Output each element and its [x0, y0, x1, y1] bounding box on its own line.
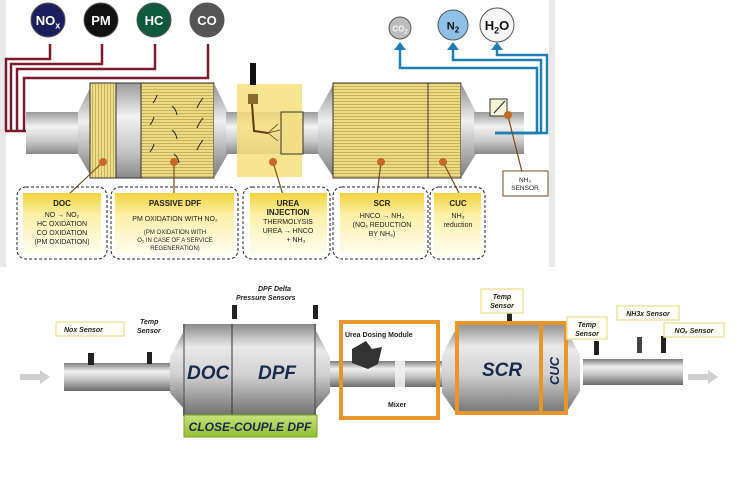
nh3-sensor-label: NH₃ — [519, 177, 531, 184]
bottom-aftertreatment-diagram: DOC DPF CLOSE-COUPLE DPF Urea Dosing Mod… — [20, 286, 725, 438]
dpf-delta-label: Pressure Sensors — [236, 295, 296, 302]
urea-line: THERMOLYSIS — [263, 219, 313, 226]
urea-title-2: INJECTION — [267, 208, 310, 217]
inlet-cone — [78, 84, 92, 178]
product-bubble-0: CO2 — [388, 16, 412, 40]
scr-block-label: SCR — [482, 360, 522, 381]
bubble-label: PM — [91, 13, 111, 28]
temp-sensor-1-label: Sensor — [137, 328, 162, 335]
dpf-inlet-cone — [170, 331, 184, 409]
urea-spray-lines — [267, 123, 281, 142]
outlet-lines — [398, 45, 549, 135]
bubble-label: HC — [145, 13, 164, 28]
cuc-frame — [539, 321, 568, 415]
nox-sensor-in-box — [55, 321, 125, 337]
outlet-pipe — [583, 359, 683, 385]
inlet-pipe — [26, 112, 84, 154]
soot-flow-arrows — [149, 94, 204, 164]
urea-line: UREA → HNCO — [263, 228, 314, 235]
bubble-label: NOx — [36, 13, 61, 30]
stage-boxes — [16, 170, 549, 260]
product-bubble-1: N2 — [437, 9, 469, 41]
cuc-line: reduction — [444, 222, 473, 229]
urea-title: UREA — [277, 199, 300, 208]
urea-module-label: Urea Dosing Module — [345, 332, 413, 339]
urea-spray — [251, 103, 269, 134]
nox-sensor-out-label: NOₓ Sensor — [675, 328, 715, 335]
bubble-label: H2O — [485, 18, 510, 35]
inlet-lines — [4, 44, 210, 141]
scr-line: BY NH₃) — [369, 231, 395, 238]
dpf-line: (PM OXIDATION WITH — [144, 230, 206, 236]
pollutant-bubble-1: PM — [83, 2, 119, 38]
scr-inlet-cone — [442, 329, 456, 413]
scr-title: SCR — [374, 199, 391, 208]
nh3-sensor-label: SENSOR — [511, 185, 539, 192]
doc-line: CO OXIDATION — [37, 230, 87, 237]
flow-out-arrow-icon — [688, 370, 718, 384]
urea-injector-nozzle — [248, 94, 258, 104]
dpf-line: PM OXIDATION WITH NO₂ — [132, 216, 218, 223]
outlet-cone — [461, 83, 476, 178]
inlet-pipe — [64, 363, 174, 391]
nox-sensor-in-label: Nox Sensor — [64, 327, 104, 334]
temp-sensor-3-label: Temp — [578, 322, 597, 329]
top-aftertreatment-diagram: DOC NO → NO₂ HC OXIDATION CO OXIDATION (… — [4, 2, 549, 260]
callout-leaders — [67, 115, 523, 196]
cuc-title: CUC — [449, 199, 467, 208]
urea-injector — [250, 63, 256, 85]
pollutant-bubble-2: HC — [136, 2, 172, 38]
dpf-title: PASSIVE DPF — [149, 199, 201, 208]
pollutant-bubbles: NOx PM HC CO CO2 N2 H2O — [30, 2, 515, 43]
sensor-probes — [88, 305, 666, 365]
dpf-outlet-cone — [316, 331, 330, 409]
mixer-label: Mixer — [388, 402, 407, 409]
mixer-element — [395, 361, 405, 387]
nox-sensor-out-box — [663, 322, 725, 338]
bubble-label: CO2 — [392, 24, 408, 35]
doc-line: (PM OXIDATION) — [34, 239, 89, 246]
doc-line: NO → NO₂ — [45, 212, 80, 219]
flow-in-arrow-icon — [20, 370, 50, 384]
temp-sensor-2-label: Sensor — [490, 303, 515, 310]
nh3-sensor-label: NH3x Sensor — [626, 311, 671, 318]
doc-title: DOC — [53, 199, 71, 208]
cuc-line: NH₃ — [452, 213, 465, 220]
pollutant-bubble-0: NOx — [30, 2, 66, 38]
dpf-block-label: DPF — [258, 363, 297, 384]
dpf-line: REGENERATION) — [150, 246, 200, 252]
bubble-label: CO — [197, 13, 217, 28]
doc-block-label: DOC — [187, 363, 230, 384]
doc-dpf-can — [183, 324, 316, 416]
nh3-sensor-box — [616, 305, 680, 321]
scr-can — [455, 323, 567, 415]
outlet-arrowheads — [394, 42, 503, 50]
temp-sensor-2-label: Temp — [493, 294, 512, 301]
mixer-block — [280, 111, 304, 155]
temp-sensor-3-label: Sensor — [575, 331, 600, 338]
doc-line: HC OXIDATION — [37, 221, 87, 228]
urea-dosing-module — [339, 320, 440, 420]
cuc-block-label: CUC — [547, 356, 562, 385]
product-bubble-2: H2O — [479, 7, 515, 43]
close-couple-band — [183, 414, 318, 438]
scr-line: HNCO → NH₃ — [360, 213, 405, 220]
urea-doser-icon — [352, 341, 382, 369]
dpf-delta-label: DPF Delta — [258, 286, 291, 293]
scr-outlet-cone — [566, 329, 580, 413]
temp-sensor-2-box — [480, 288, 524, 314]
callout-dots — [99, 111, 512, 166]
doc-dpf-gap — [115, 82, 142, 179]
scr-inlet-cone — [318, 83, 334, 178]
urea-line: + NH₃ — [287, 237, 306, 244]
temp-sensor-3-box — [566, 316, 608, 340]
temp-sensor-1-label: Temp — [140, 319, 159, 326]
pollutant-bubble-3: CO — [189, 2, 225, 38]
close-couple-label: CLOSE-COUPLE DPF — [189, 420, 312, 434]
dpf-line: O₂ IN CASE OF A SERVICE — [137, 238, 213, 244]
scr-line: (NOₓ REDUCTION — [353, 222, 412, 229]
dpf-outlet-cone — [214, 83, 228, 178]
